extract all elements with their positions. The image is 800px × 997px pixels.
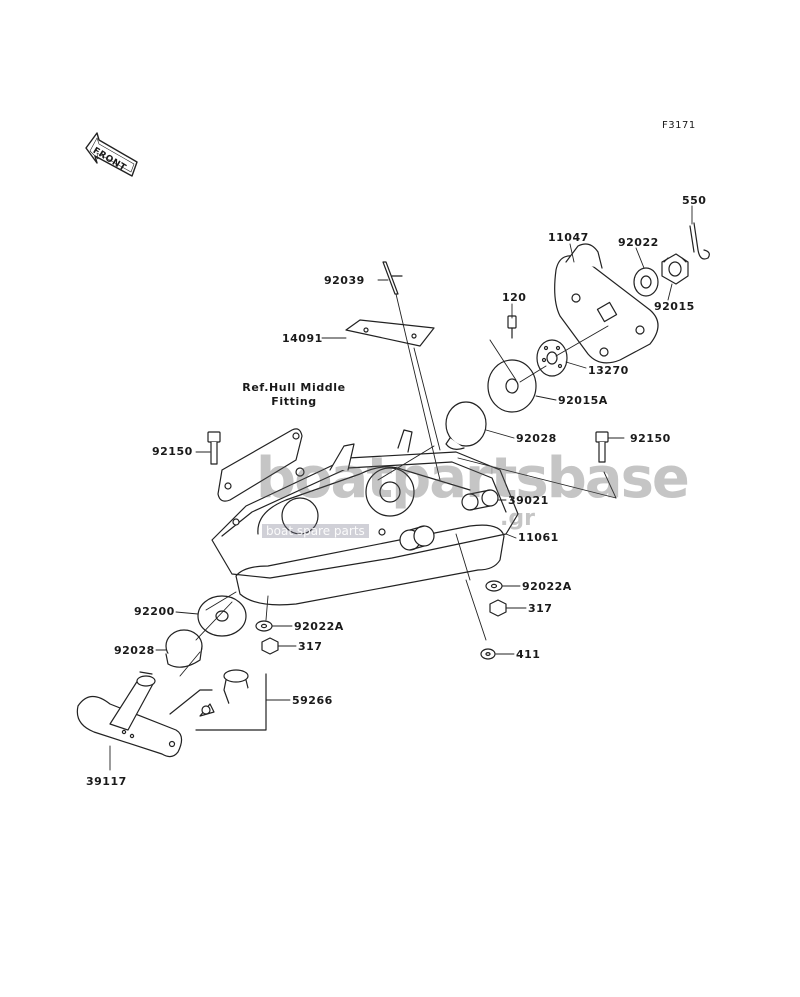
part-label-92015[interactable]: 92015 [654,300,695,313]
housing-11061 [211,429,519,579]
part-label-92022A-left[interactable]: 92022A [294,620,344,633]
stud-92039 [382,261,403,295]
part-label-39117[interactable]: 39117 [86,775,127,788]
hull-fitting-bracket [217,428,303,502]
part-label-92022A-right[interactable]: 92022A [522,580,572,593]
part-label-411[interactable]: 411 [516,648,541,661]
part-label-92028-top[interactable]: 92028 [516,432,557,445]
part-label-92150-right[interactable]: 92150 [630,432,671,445]
housing-roller [399,525,435,551]
lever-39117 [76,671,183,758]
ref-note: Ref.Hull Middle Fitting [234,381,354,409]
part-label-92039[interactable]: 92039 [324,274,365,287]
watermark-brand: boatpartsbase [256,446,690,511]
part-label-92022[interactable]: 92022 [618,236,659,249]
bracket-11047 [554,243,659,364]
part-label-550[interactable]: 550 [682,194,707,207]
part-label-14091[interactable]: 14091 [282,332,323,345]
watermark-tagline: boat spare parts [262,524,369,538]
washer-411 [480,648,496,660]
leader-lines [109,205,693,771]
part-label-317-right[interactable]: 317 [528,602,553,615]
part-label-92015A[interactable]: 92015A [558,394,608,407]
washer-92022A-right [485,580,503,592]
washer-92200 [197,595,247,637]
washer-92022A-left [255,620,273,632]
bolt-92150-right [595,431,609,463]
part-label-92028-left[interactable]: 92028 [114,644,155,657]
disc-13270 [536,339,568,377]
bushing-92028-top [445,401,487,450]
washer-92022 [633,267,659,297]
part-label-11061[interactable]: 11061 [518,531,559,544]
roller-39021 [461,489,499,511]
part-label-317-left[interactable]: 317 [298,640,323,653]
part-label-92150-left[interactable]: 92150 [152,445,193,458]
nut-92015 [661,253,689,285]
part-label-92200[interactable]: 92200 [134,605,175,618]
part-label-39021[interactable]: 39021 [508,494,549,507]
screw-120 [507,315,517,339]
gasket-plate [235,524,505,606]
ref-note-line2: Fitting [271,395,317,408]
joint-59266 [169,669,267,731]
part-label-11047[interactable]: 11047 [548,231,589,244]
cotter-pin-550 [689,222,710,260]
part-label-13270[interactable]: 13270 [588,364,629,377]
watermark-suffix: .gr [500,506,535,531]
nut-317-left [261,637,279,655]
bushing-92028-left [165,629,203,668]
diagram-code: F3171 [662,120,696,131]
nut-317-right [489,599,507,617]
bolt-92150-left [207,431,221,465]
disc-92015A [487,359,537,413]
part-label-120[interactable]: 120 [502,291,527,304]
ref-note-line1: Ref.Hull Middle [242,381,346,394]
part-label-59266[interactable]: 59266 [292,694,333,707]
plate-14091 [345,319,435,347]
front-arrow-icon [85,132,138,177]
